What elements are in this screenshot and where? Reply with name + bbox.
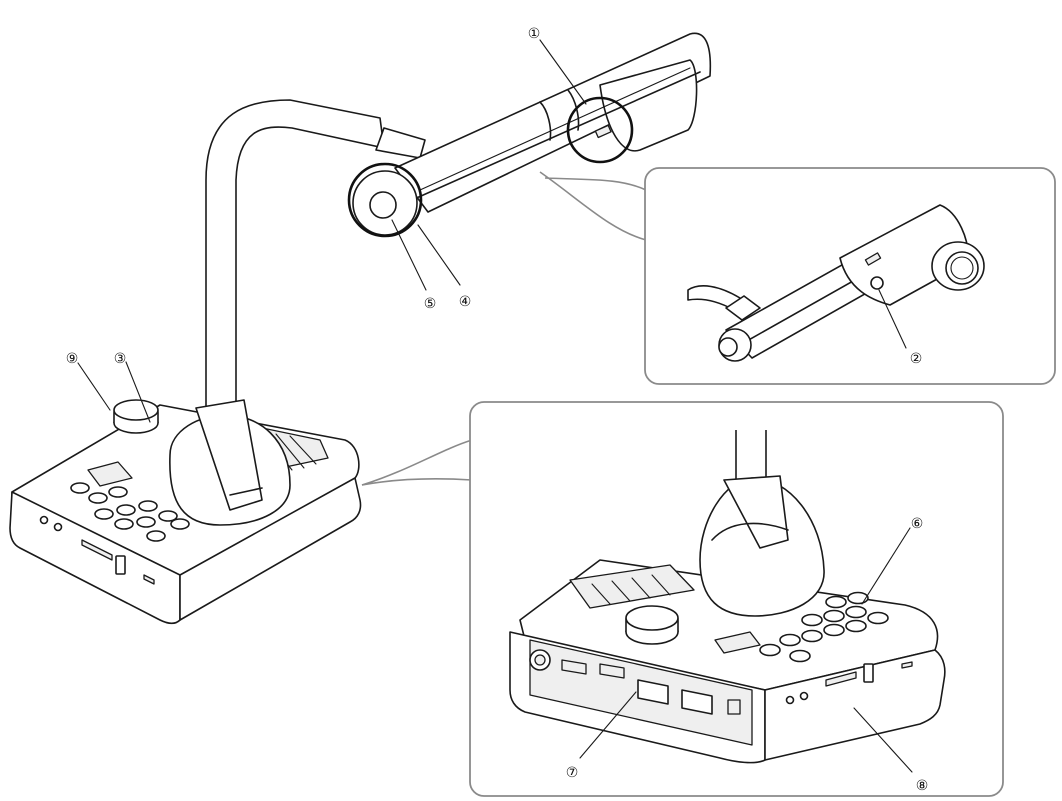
leader-6 (861, 527, 911, 605)
lens-highlight-circle (347, 162, 423, 238)
callout-5: ⑤ (424, 296, 437, 312)
camera-head (347, 32, 712, 238)
callout-labels: ① ② ③ ④ ⑤ ⑥ ⑦ ⑧ ⑨ (66, 26, 929, 794)
callout-2: ② (910, 351, 923, 367)
leader-5 (391, 219, 427, 291)
leader-7 (579, 691, 637, 759)
leader-1 (539, 39, 587, 105)
leader-lines (77, 39, 913, 773)
leader-3 (125, 361, 151, 423)
callout-1: ① (528, 26, 541, 42)
head-button-highlight-circle (566, 96, 634, 164)
leader-9 (77, 362, 111, 411)
callout-8: ⑧ (916, 778, 929, 794)
callout-7: ⑦ (566, 765, 579, 781)
camera-base (9, 399, 362, 625)
leader-2 (878, 289, 907, 349)
callout-4: ④ (459, 294, 472, 310)
callout-9: ⑨ (66, 351, 79, 367)
callout-3: ③ (114, 351, 127, 367)
gooseneck-arm (205, 99, 385, 411)
base-rear-view (509, 430, 946, 764)
head-side-view (687, 204, 985, 362)
leader-4 (417, 224, 461, 286)
callout-6: ⑥ (911, 516, 924, 532)
leader-8 (853, 707, 913, 773)
